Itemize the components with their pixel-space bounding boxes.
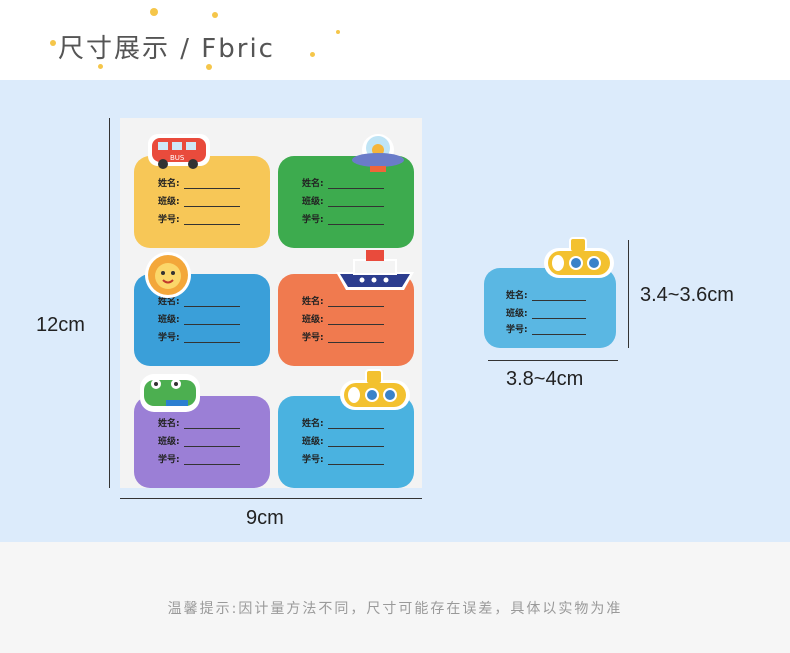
name-field-label: 姓名: [158,419,180,429]
label-width-label: 3.8~4cm [506,368,584,390]
decor-dot [98,64,103,69]
name-label-card: 姓名: 班级: 学号: [278,396,414,488]
lion-sticker-icon [145,252,191,298]
name-field-label: 姓名: [302,419,324,429]
name-field-label: 姓名: [302,297,324,307]
single-label-card: 姓名: 班级: 学号: [484,268,616,348]
name-field-label: 姓名: [158,179,180,189]
footer [0,542,790,653]
number-field-label: 学号: [158,455,180,465]
decor-dot [212,12,218,18]
class-field-label: 班级: [302,437,324,447]
class-field-label: 班级: [506,309,528,319]
ufo-sticker-icon [352,134,404,172]
submarine-sticker-icon [544,237,614,278]
name-label-card: 姓名: 班级: 学号: [278,156,414,248]
number-field-label: 学号: [158,333,180,343]
class-field-label: 班级: [302,197,324,207]
number-field-label: 学号: [302,455,324,465]
bus-sticker-icon: BUS [148,134,210,169]
crocodile-sticker-icon [140,374,200,412]
sticker-sheet: 姓名: 班级: 学号: BUS 姓名: 班级: 学号: 姓名: 班级: 学号: [120,118,422,488]
svg-text:BUS: BUS [170,154,185,162]
label-height-label: 3.4~3.6cm [640,284,734,306]
label-width-line [488,360,618,361]
name-field-label: 姓名: [302,179,324,189]
name-label-card: 姓名: 班级: 学号: [134,156,270,248]
disclaimer-note: 温馨提示:因计量方法不同，尺寸可能存在误差，具体以实物为准 [167,601,623,617]
name-field-label: 姓名: [506,291,528,301]
number-field-label: 学号: [302,215,324,225]
submarine-sticker-icon [340,369,410,410]
sheet-height-label: 12cm [36,314,85,336]
page-title: 尺寸展示 / Fbric [58,34,275,64]
decor-dot [336,30,340,34]
class-field-label: 班级: [158,197,180,207]
header: 尺寸展示 / Fbric [0,0,790,80]
number-field-label: 学号: [302,333,324,343]
class-field-label: 班级: [302,315,324,325]
height-dimension-line [109,118,110,488]
class-field-label: 班级: [158,315,180,325]
sheet-width-label: 9cm [246,507,284,529]
decor-dot [310,52,315,57]
decor-dot [206,64,212,70]
label-height-line [628,240,629,348]
decor-dot [50,40,56,46]
width-dimension-line [120,498,422,499]
number-field-label: 学号: [158,215,180,225]
ship-sticker-icon [336,250,414,290]
class-field-label: 班级: [158,437,180,447]
decor-dot [150,8,158,16]
number-field-label: 学号: [506,325,528,335]
name-field-label: 姓名: [158,297,180,307]
